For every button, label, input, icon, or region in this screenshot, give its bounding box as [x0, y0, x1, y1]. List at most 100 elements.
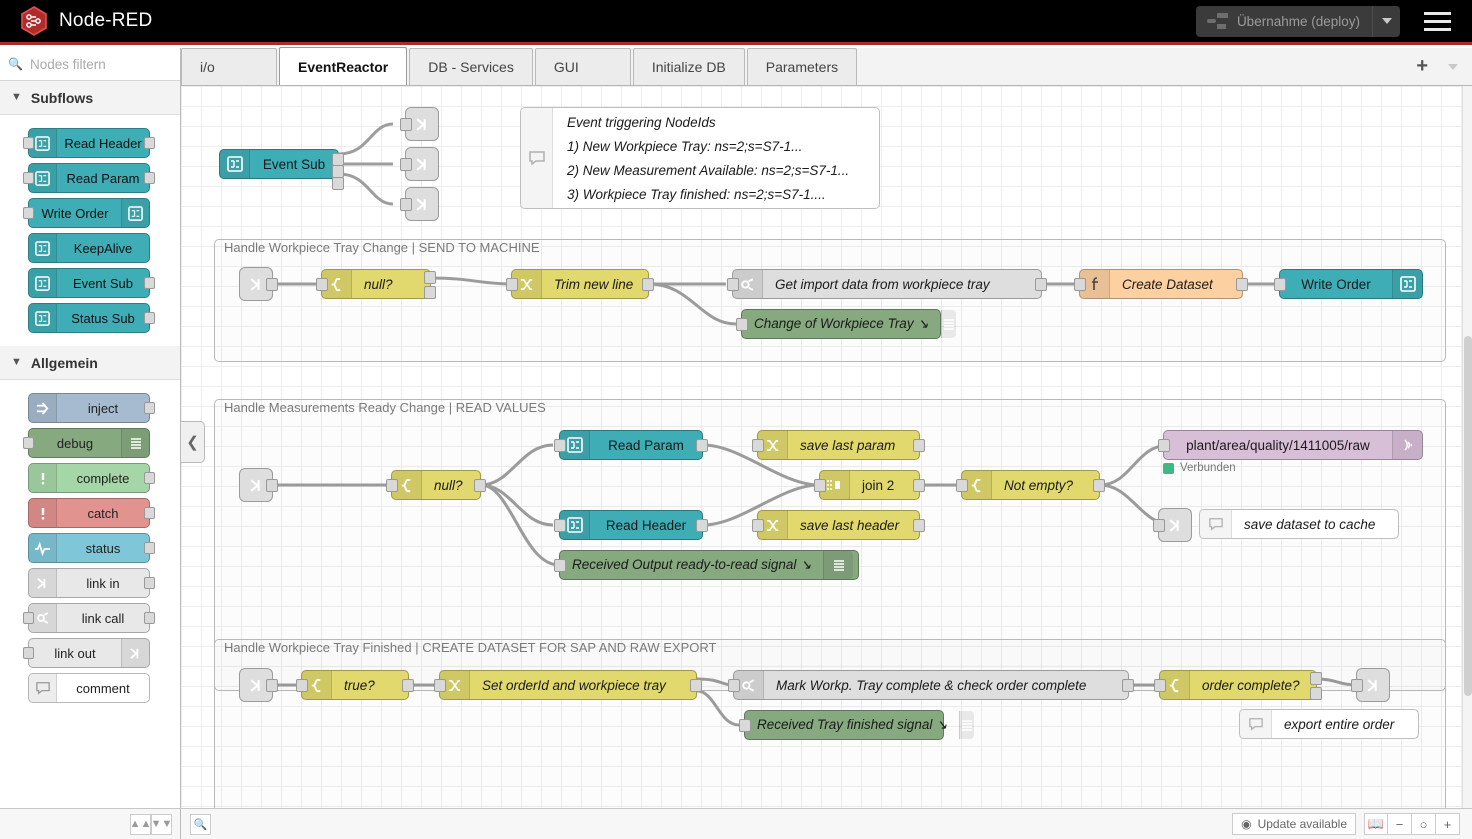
- output-port[interactable]: [424, 286, 436, 299]
- update-available-button[interactable]: ◉ Update available: [1232, 813, 1356, 835]
- palette-node-read-header[interactable]: Read Header: [23, 128, 155, 158]
- tab-initialize-db[interactable]: Initialize DB: [632, 48, 745, 85]
- output-port[interactable]: [913, 439, 925, 452]
- tab-eventreactor[interactable]: EventReactor: [279, 47, 408, 85]
- output-port[interactable]: [696, 519, 708, 532]
- zoom-out-button[interactable]: −: [1388, 813, 1412, 835]
- output-port[interactable]: [332, 177, 344, 190]
- group-tray-finished[interactable]: Handle Workpiece Tray Finished | CREATE …: [214, 639, 1446, 808]
- output-port[interactable]: [144, 277, 155, 289]
- node-null-check-2[interactable]: null?: [386, 470, 486, 500]
- zoom-reset-button[interactable]: ○: [1412, 813, 1436, 835]
- output-port[interactable]: [144, 542, 155, 554]
- palette-node-inject[interactable]: inject: [28, 393, 155, 423]
- output-port[interactable]: [144, 507, 155, 519]
- tab-gui[interactable]: GUI: [534, 48, 631, 85]
- node-true-check[interactable]: true?: [296, 670, 414, 700]
- node-debug-tray-finished[interactable]: Received Tray finished signal ↘: [739, 710, 975, 740]
- input-port[interactable]: [386, 479, 398, 492]
- input-port[interactable]: [400, 118, 412, 131]
- output-port[interactable]: [144, 612, 155, 624]
- node-create-dataset[interactable]: Create Dataset: [1074, 269, 1248, 299]
- input-port[interactable]: [23, 172, 34, 184]
- search-icon[interactable]: 🔍: [190, 813, 211, 835]
- output-port[interactable]: [642, 278, 654, 291]
- palette-category-allgemein[interactable]: ▼Allgemein: [0, 346, 180, 380]
- palette-node-link-call[interactable]: link call: [23, 603, 155, 633]
- palette-node-status[interactable]: status: [28, 533, 155, 563]
- palette-collapse-handle[interactable]: ❮: [181, 421, 205, 463]
- palette-node-write-order[interactable]: Write Order: [23, 198, 150, 228]
- output-port[interactable]: [424, 271, 436, 284]
- link-out-node-cache[interactable]: [1153, 508, 1192, 542]
- input-port[interactable]: [400, 198, 412, 211]
- input-port[interactable]: [1074, 278, 1086, 291]
- input-port[interactable]: [296, 679, 308, 692]
- input-port[interactable]: [1154, 679, 1166, 692]
- input-port[interactable]: [506, 278, 518, 291]
- output-port[interactable]: [266, 679, 278, 692]
- palette-node-link-out[interactable]: link out: [23, 638, 150, 668]
- palette-node-event-sub[interactable]: Event Sub: [28, 268, 155, 298]
- palette-node-comment[interactable]: comment: [28, 673, 150, 703]
- search-input[interactable]: [29, 56, 170, 72]
- zoom-in-button[interactable]: +: [1436, 813, 1460, 835]
- node-debug-change-tray[interactable]: Change of Workpiece Tray ↘: [736, 309, 956, 339]
- input-port[interactable]: [554, 439, 566, 452]
- palette-node-debug[interactable]: debug: [23, 428, 150, 458]
- flow-canvas[interactable]: Event Sub Event triggering NodeIds 1) Ne…: [181, 86, 1472, 808]
- group-workpiece-tray-change[interactable]: Handle Workpiece Tray Change | SEND TO M…: [214, 239, 1446, 362]
- book-icon[interactable]: 📖: [1364, 813, 1388, 835]
- node-order-complete[interactable]: order complete?: [1154, 670, 1322, 700]
- input-port[interactable]: [814, 479, 826, 492]
- output-port[interactable]: [1310, 672, 1322, 685]
- node-trim-new-line[interactable]: Trim new line: [506, 269, 654, 299]
- palette-search[interactable]: 🔍: [0, 48, 180, 81]
- node-join-2[interactable]: join 2: [814, 470, 925, 500]
- input-port[interactable]: [1153, 519, 1165, 532]
- link-in-node[interactable]: [239, 267, 278, 301]
- comment-note[interactable]: Event triggering NodeIds 1) New Workpiec…: [520, 107, 880, 209]
- link-in-node[interactable]: [239, 468, 278, 502]
- palette-node-link-in[interactable]: link in: [28, 568, 155, 598]
- output-port[interactable]: [144, 172, 155, 184]
- output-port[interactable]: [144, 472, 155, 484]
- node-save-last-param[interactable]: save last param: [752, 430, 925, 460]
- output-port[interactable]: [1122, 679, 1134, 692]
- output-port[interactable]: [474, 479, 486, 492]
- output-port[interactable]: [402, 679, 414, 692]
- output-port[interactable]: [1236, 278, 1248, 291]
- output-port[interactable]: [1310, 687, 1322, 700]
- link-in-node[interactable]: [239, 668, 278, 702]
- chevron-down-icon[interactable]: [1448, 63, 1458, 70]
- link-out-node[interactable]: [400, 107, 439, 141]
- deploy-button[interactable]: Übernahme (deploy): [1195, 5, 1400, 37]
- input-port[interactable]: [727, 278, 739, 291]
- node-mqtt-out[interactable]: plant/area/quality/1411005/raw: [1158, 430, 1423, 460]
- input-port[interactable]: [956, 479, 968, 492]
- chevrons-down-icon[interactable]: ▼▼: [151, 813, 172, 835]
- input-port[interactable]: [728, 679, 740, 692]
- input-port[interactable]: [752, 439, 764, 452]
- palette-node-complete[interactable]: complete: [28, 463, 155, 493]
- input-port[interactable]: [554, 559, 566, 572]
- input-port[interactable]: [23, 647, 34, 659]
- deploy-dropdown-button[interactable]: [1372, 5, 1400, 37]
- palette-node-read-param[interactable]: Read Param: [23, 163, 155, 193]
- node-get-import-data[interactable]: Get import data from workpiece tray: [727, 269, 1047, 299]
- input-port[interactable]: [400, 158, 412, 171]
- node-read-header[interactable]: Read Header: [554, 510, 708, 540]
- node-null-check-1[interactable]: null?: [316, 269, 436, 299]
- chevrons-up-icon[interactable]: ▲▲: [130, 813, 151, 835]
- palette-node-keepalive[interactable]: KeepAlive: [28, 233, 150, 263]
- hamburger-menu-icon[interactable]: [1418, 4, 1456, 38]
- output-port[interactable]: [144, 577, 155, 589]
- tab-parameters[interactable]: Parameters: [746, 48, 858, 85]
- output-port[interactable]: [144, 402, 155, 414]
- tab-i-o[interactable]: i/o: [181, 48, 277, 85]
- input-port[interactable]: [1158, 439, 1170, 452]
- input-port[interactable]: [434, 679, 446, 692]
- node-save-last-header[interactable]: save last header: [752, 510, 925, 540]
- node-debug-output-ready[interactable]: Received Output ready-to-read signal ↘: [554, 550, 859, 580]
- input-port[interactable]: [1351, 679, 1363, 692]
